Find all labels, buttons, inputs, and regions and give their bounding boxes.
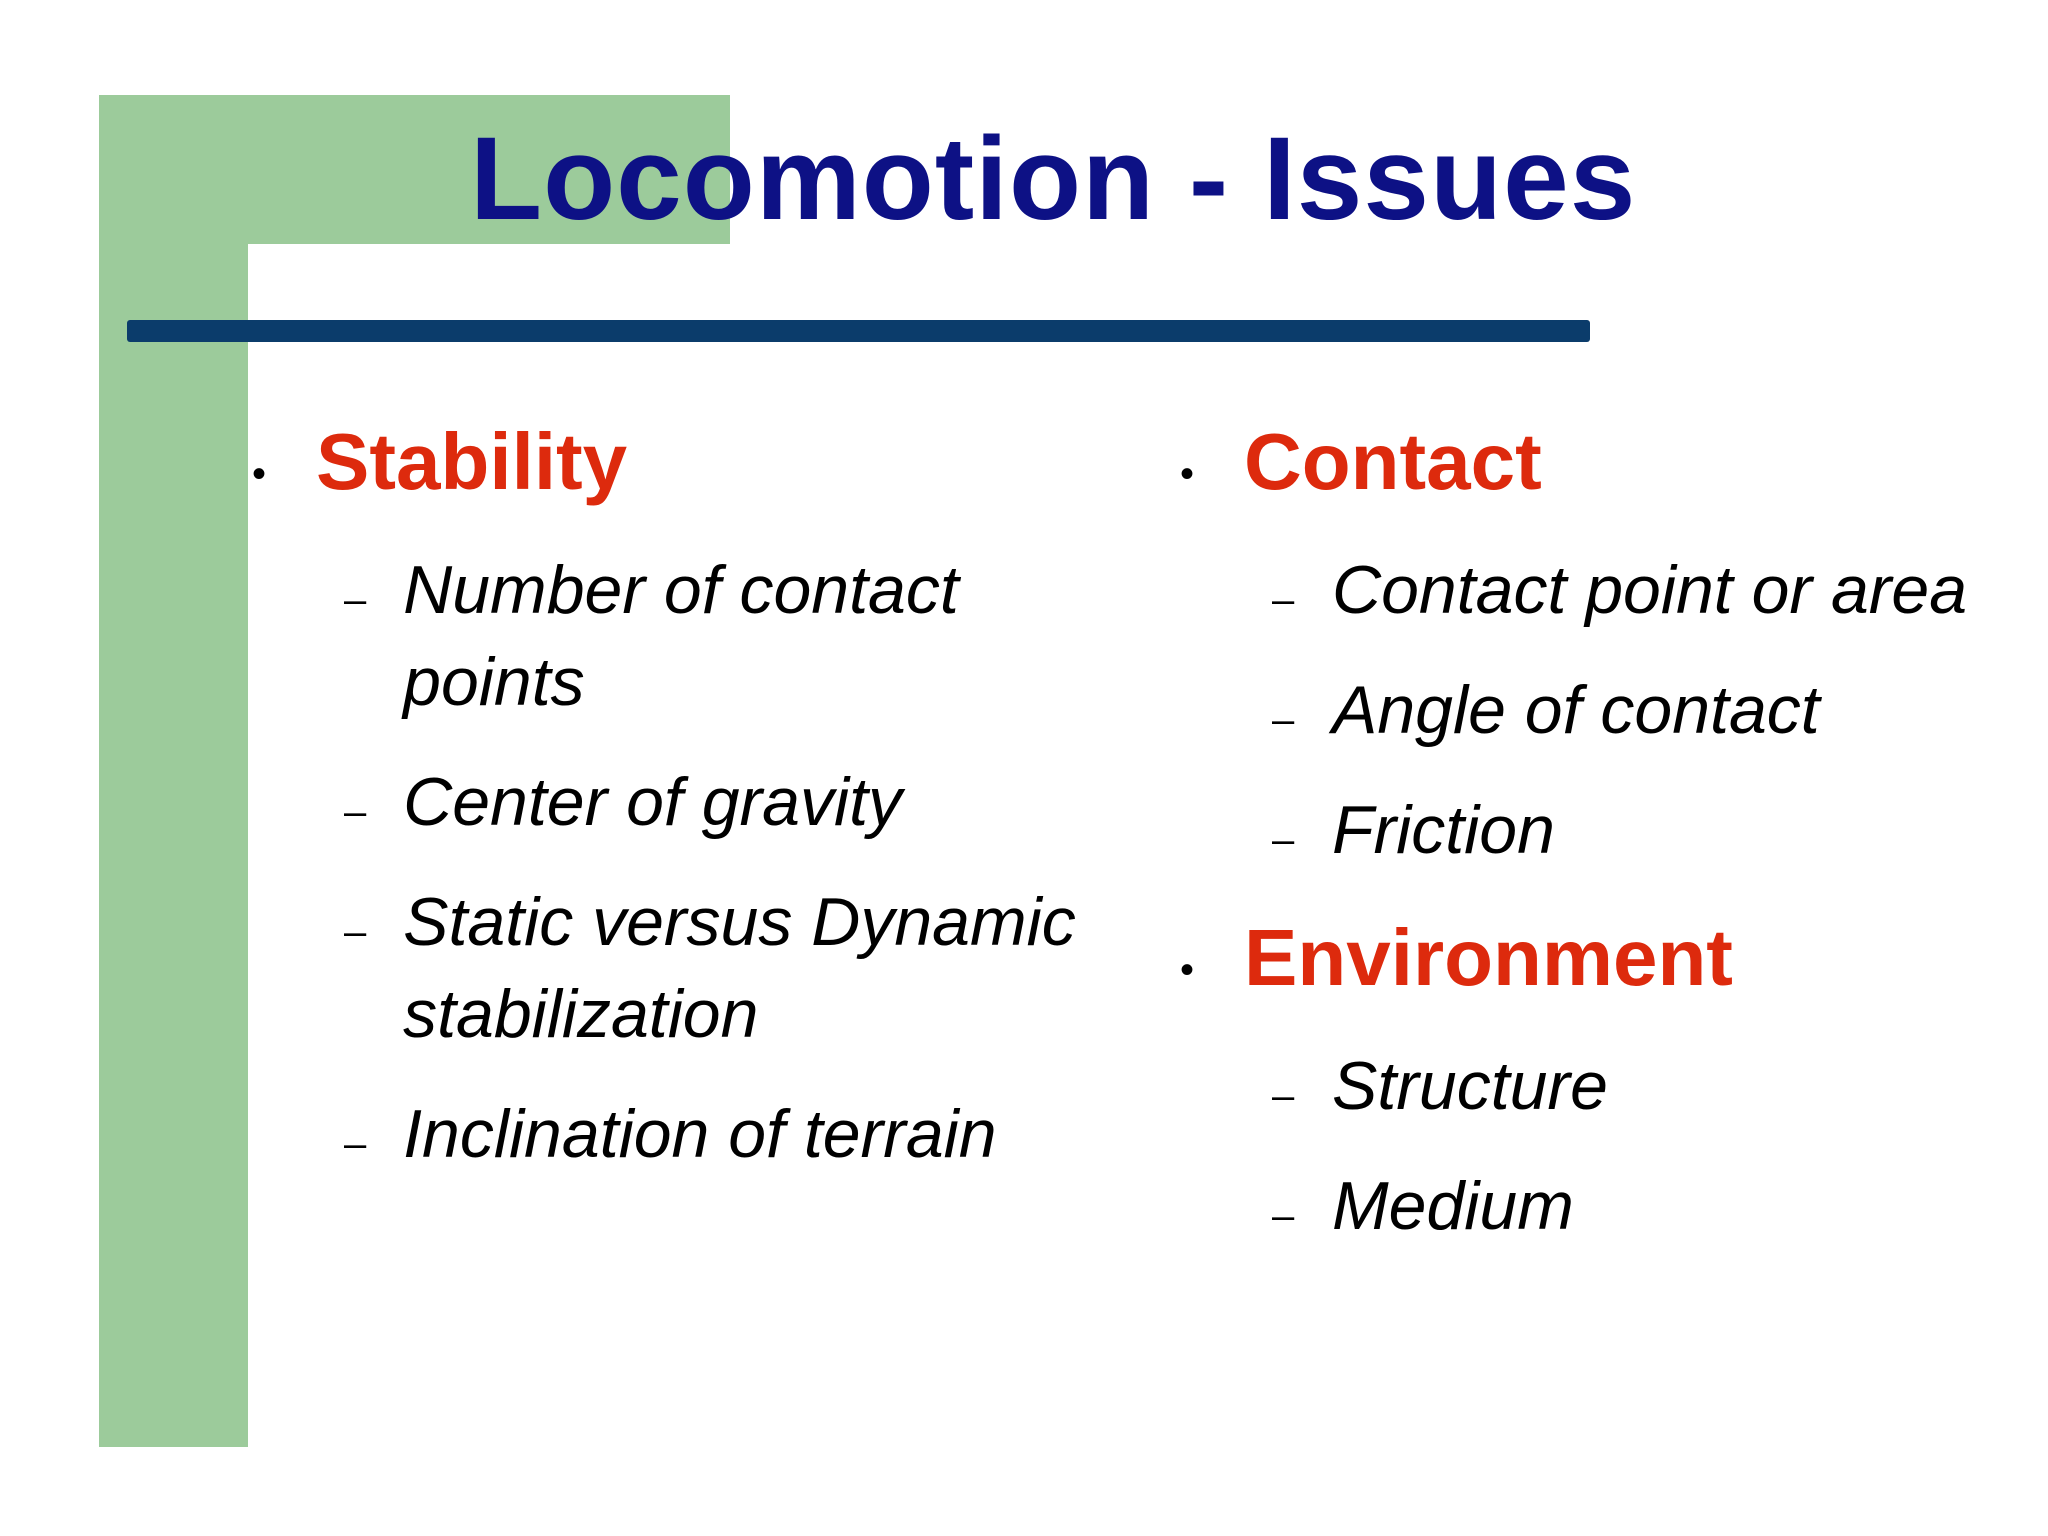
dash-icon: – (1272, 1074, 1295, 1118)
bullet-dot-icon: • (252, 452, 267, 496)
sub-list-environment: – Structure – Medium (1272, 1040, 2040, 1252)
bullet-heading: Contact (1244, 417, 1542, 506)
sub-item-text: Number of contact points (403, 552, 959, 720)
bullet-dot-icon: • (1180, 948, 1195, 992)
sub-item: – Medium (1272, 1160, 2040, 1252)
bullet-dot-icon: • (1180, 452, 1195, 496)
sub-item: – Number of contact points (344, 544, 1152, 728)
bullet-environment: • Environment (1180, 916, 2040, 1000)
bullet-heading: Stability (316, 417, 628, 506)
dash-icon: – (1272, 818, 1295, 862)
sub-item: – Inclination of terrain (344, 1088, 1152, 1180)
sub-item-text: Inclination of terrain (403, 1096, 997, 1172)
dash-icon: – (1272, 578, 1295, 622)
bullet-heading: Environment (1244, 913, 1733, 1002)
sub-item-text: Friction (1332, 792, 1555, 868)
sub-item-text: Static versus Dynamic stabilization (403, 884, 1076, 1052)
bullet-stability: • Stability (252, 420, 1152, 504)
sub-item: – Static versus Dynamic stabilization (344, 876, 1152, 1060)
left-column: • Stability – Number of contact points –… (252, 420, 1152, 1220)
bullet-contact: • Contact (1180, 420, 2040, 504)
sub-item: – Center of gravity (344, 756, 1152, 848)
sub-list-stability: – Number of contact points – Center of g… (344, 544, 1152, 1180)
sub-item: – Structure (1272, 1040, 2040, 1132)
green-title-block (99, 95, 730, 244)
sub-item: – Friction (1272, 784, 2040, 876)
sub-item-text: Center of gravity (403, 764, 903, 840)
dash-icon: – (344, 790, 367, 834)
right-column: • Contact – Contact point or area – Angl… (1180, 420, 2040, 1292)
green-sidebar-bar (99, 95, 248, 1447)
sub-item-text: Angle of contact (1332, 672, 1820, 748)
dash-icon: – (344, 910, 367, 954)
title-divider (127, 320, 1590, 342)
sub-list-contact: – Contact point or area – Angle of conta… (1272, 544, 2040, 876)
sub-item: – Angle of contact (1272, 664, 2040, 756)
dash-icon: – (344, 578, 367, 622)
dash-icon: – (1272, 698, 1295, 742)
sub-item-text: Structure (1332, 1048, 1608, 1124)
slide-title: Locomotion - Issues (470, 113, 1637, 245)
sub-item-text: Contact point or area (1332, 552, 1968, 628)
content-panel (248, 244, 2048, 1536)
dash-icon: – (1272, 1194, 1295, 1238)
dash-icon: – (344, 1122, 367, 1166)
sub-item: – Contact point or area (1272, 544, 2040, 636)
sub-item-text: Medium (1332, 1168, 1574, 1244)
